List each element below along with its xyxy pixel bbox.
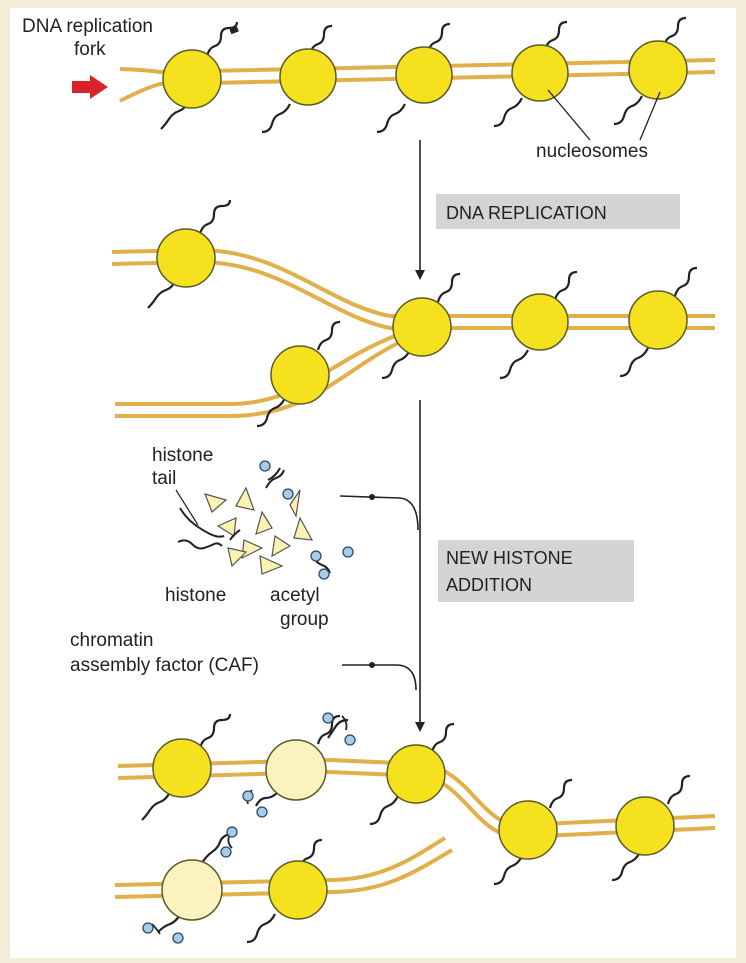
histone-step-label-1: NEW HISTONE xyxy=(446,548,573,568)
acetyl-groups-row-3 xyxy=(142,712,356,944)
acetyl-group xyxy=(310,550,322,562)
nucleosome xyxy=(392,297,452,357)
histone-triangle xyxy=(255,510,273,535)
nucleosome xyxy=(386,744,446,804)
dna-strand xyxy=(119,58,716,75)
acetyl-label-2: group xyxy=(280,609,329,630)
acetyl-group xyxy=(322,712,334,724)
new-nucleosome xyxy=(161,859,223,921)
acetyl-group xyxy=(142,922,154,934)
histone-step-label-2: ADDITION xyxy=(446,575,532,595)
histone-addition-step-box xyxy=(438,540,634,602)
nucleosomes-label: nucleosomes xyxy=(536,141,648,162)
flow-arrows xyxy=(339,140,421,730)
new-nucleosome xyxy=(265,739,327,801)
nucleosome xyxy=(628,290,688,350)
nucleosome-row-2-particles xyxy=(156,228,688,405)
histone-tail-label-1: histone xyxy=(152,445,213,466)
nucleosome-row-2-tails xyxy=(147,199,698,428)
histone-triangle xyxy=(293,516,314,541)
nucleosomes-pointer xyxy=(547,89,661,141)
histone-triangle xyxy=(271,534,292,558)
acetyl-group xyxy=(242,790,254,802)
histone-triangle xyxy=(289,489,301,518)
acetyl-group xyxy=(282,488,294,500)
acetyl-group xyxy=(259,460,271,472)
free-histones-cluster xyxy=(177,460,354,580)
histone-triangle xyxy=(241,539,264,560)
nucleosome xyxy=(511,44,569,102)
acetyl-label-1: acetyl xyxy=(270,585,320,606)
nucleosome xyxy=(628,40,688,100)
nucleosome xyxy=(270,345,330,405)
replication-step-label: DNA REPLICATION xyxy=(446,203,607,223)
nucleosome xyxy=(279,48,337,106)
nucleosome-row-3-tails xyxy=(141,713,691,944)
caf-label-1: chromatin xyxy=(70,630,153,651)
arrow-heads xyxy=(369,270,425,732)
fork-label: DNA replication xyxy=(22,16,153,37)
nucleosome xyxy=(156,228,216,288)
acetyl-group xyxy=(172,932,184,944)
histone-tail-label-2: tail xyxy=(152,468,176,489)
acetyl-group xyxy=(344,734,356,746)
nucleosome xyxy=(152,738,212,798)
nucleosome xyxy=(162,49,222,109)
acetyl-group xyxy=(318,568,330,580)
dna-strand xyxy=(111,247,715,318)
nucleosome-row-1 xyxy=(160,16,687,134)
histone-tail-pointer xyxy=(175,489,199,526)
acetyl-group xyxy=(256,806,268,818)
replication-step-box xyxy=(436,194,680,229)
nucleosome xyxy=(498,800,558,860)
caf-label-2: assembly factor (CAF) xyxy=(70,655,259,676)
nucleosome-row-3-particles xyxy=(152,738,675,921)
histone-label: histone xyxy=(165,585,226,606)
acetyl-group xyxy=(226,826,238,838)
nucleosome-row-1-particles xyxy=(162,40,688,109)
fork-label-2: fork xyxy=(74,39,106,60)
diagram-panel xyxy=(10,8,736,958)
histone-triangle xyxy=(235,486,255,511)
dna-strand xyxy=(119,70,716,103)
replication-fork-arrow-icon xyxy=(72,75,108,99)
dna-strand xyxy=(111,259,715,330)
nucleosome xyxy=(615,796,675,856)
dna-strand xyxy=(114,848,454,899)
acetyl-group xyxy=(342,546,354,558)
histone-triangle xyxy=(204,493,228,514)
acetyl-group xyxy=(220,846,232,858)
nucleosome xyxy=(268,860,328,920)
nucleosome xyxy=(395,46,453,104)
histone-triangle xyxy=(227,547,248,568)
histone-triangle xyxy=(259,555,284,575)
histone-triangle xyxy=(216,517,237,538)
dna-strand xyxy=(114,836,447,887)
nucleosome xyxy=(511,293,569,351)
